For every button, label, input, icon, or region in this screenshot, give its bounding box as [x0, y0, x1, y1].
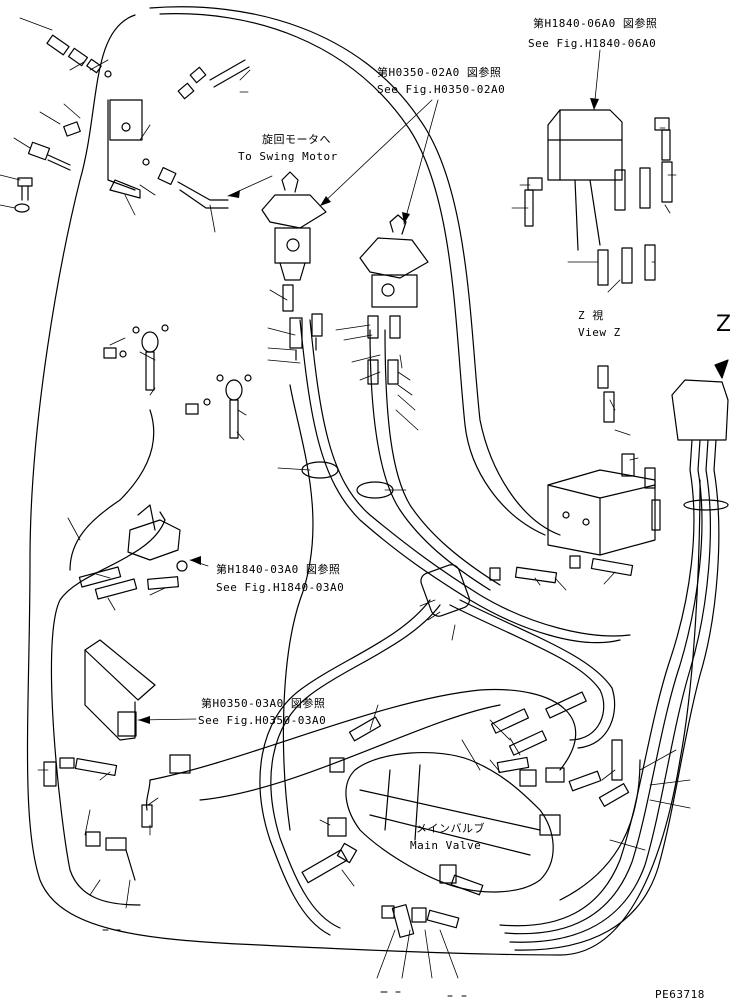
outer-hose-loop-2	[149, 6, 561, 536]
main-valve-label-en: Main Valve	[410, 839, 482, 852]
view-z-label-jp: Z 視	[578, 309, 604, 322]
dash-marks	[102, 929, 467, 997]
bundle-4	[384, 329, 501, 586]
callout-h1840-03a0-jp: 第H1840-03A0 図参照	[216, 563, 341, 576]
arrowheads	[138, 98, 599, 724]
callout-h0350-03a0-en: See Fig.H0350-03A0	[198, 714, 327, 727]
solenoid-valve-block	[489, 365, 661, 584]
drawing-code: PE63718	[655, 988, 705, 1001]
pilot-valve-left	[78, 504, 188, 600]
clamp-4	[683, 499, 729, 511]
view-z-label-en: View Z	[578, 326, 621, 339]
swing-motor-label-en: To Swing Motor	[238, 150, 338, 163]
banjo-fittings-left	[103, 324, 252, 439]
callout-h0350-02a0-en: See Fig.H0350-02A0	[377, 83, 506, 96]
bundle-5	[259, 599, 431, 936]
bundle-6	[270, 604, 441, 929]
right-bundle-1	[499, 469, 695, 927]
left-hose-c	[282, 384, 314, 831]
clamp-3	[420, 564, 471, 617]
bundle-1	[299, 319, 621, 644]
bundle-2	[309, 319, 631, 637]
swing-motor-label-jp: 旋回モータへ	[262, 133, 331, 146]
outer-hose-loop-3	[159, 13, 546, 536]
callout-h1840-06a0-en: See Fig.H1840-06A0	[528, 37, 657, 50]
mid-hose-3	[559, 759, 641, 901]
callout-h0350-03a0-jp: 第H0350-03A0 図参照	[201, 697, 326, 710]
clamp-1	[301, 461, 339, 479]
z-arrow-label: Z	[716, 312, 732, 337]
view-z-valve	[524, 109, 673, 286]
left-joystick	[261, 171, 327, 361]
z-connector	[671, 359, 729, 471]
outer-hose-loop	[26, 14, 701, 956]
mid-hose-1	[149, 688, 577, 781]
left-hose-b	[69, 409, 155, 571]
callout-h1840-06a0-jp: 第H1840-06A0 図参照	[533, 17, 658, 30]
right-bundle-3	[509, 469, 711, 943]
left-hose-a	[50, 519, 166, 906]
main-valve	[301, 691, 630, 938]
bundle-7	[449, 604, 605, 741]
right-bundle-4	[514, 469, 720, 951]
mid-hose-2	[199, 704, 501, 801]
main-valve-label-jp: メインバルブ	[416, 822, 485, 835]
bundle-8	[459, 599, 616, 749]
right-bundle-2	[504, 469, 703, 935]
top-left-fittings	[14, 34, 250, 213]
callout-h0350-02a0-jp: 第H0350-02A0 図参照	[377, 66, 502, 79]
leader-lines	[0, 17, 691, 979]
bracket-lower-left	[43, 639, 191, 881]
callout-h1840-03a0-en: See Fig.H1840-03A0	[216, 581, 345, 594]
